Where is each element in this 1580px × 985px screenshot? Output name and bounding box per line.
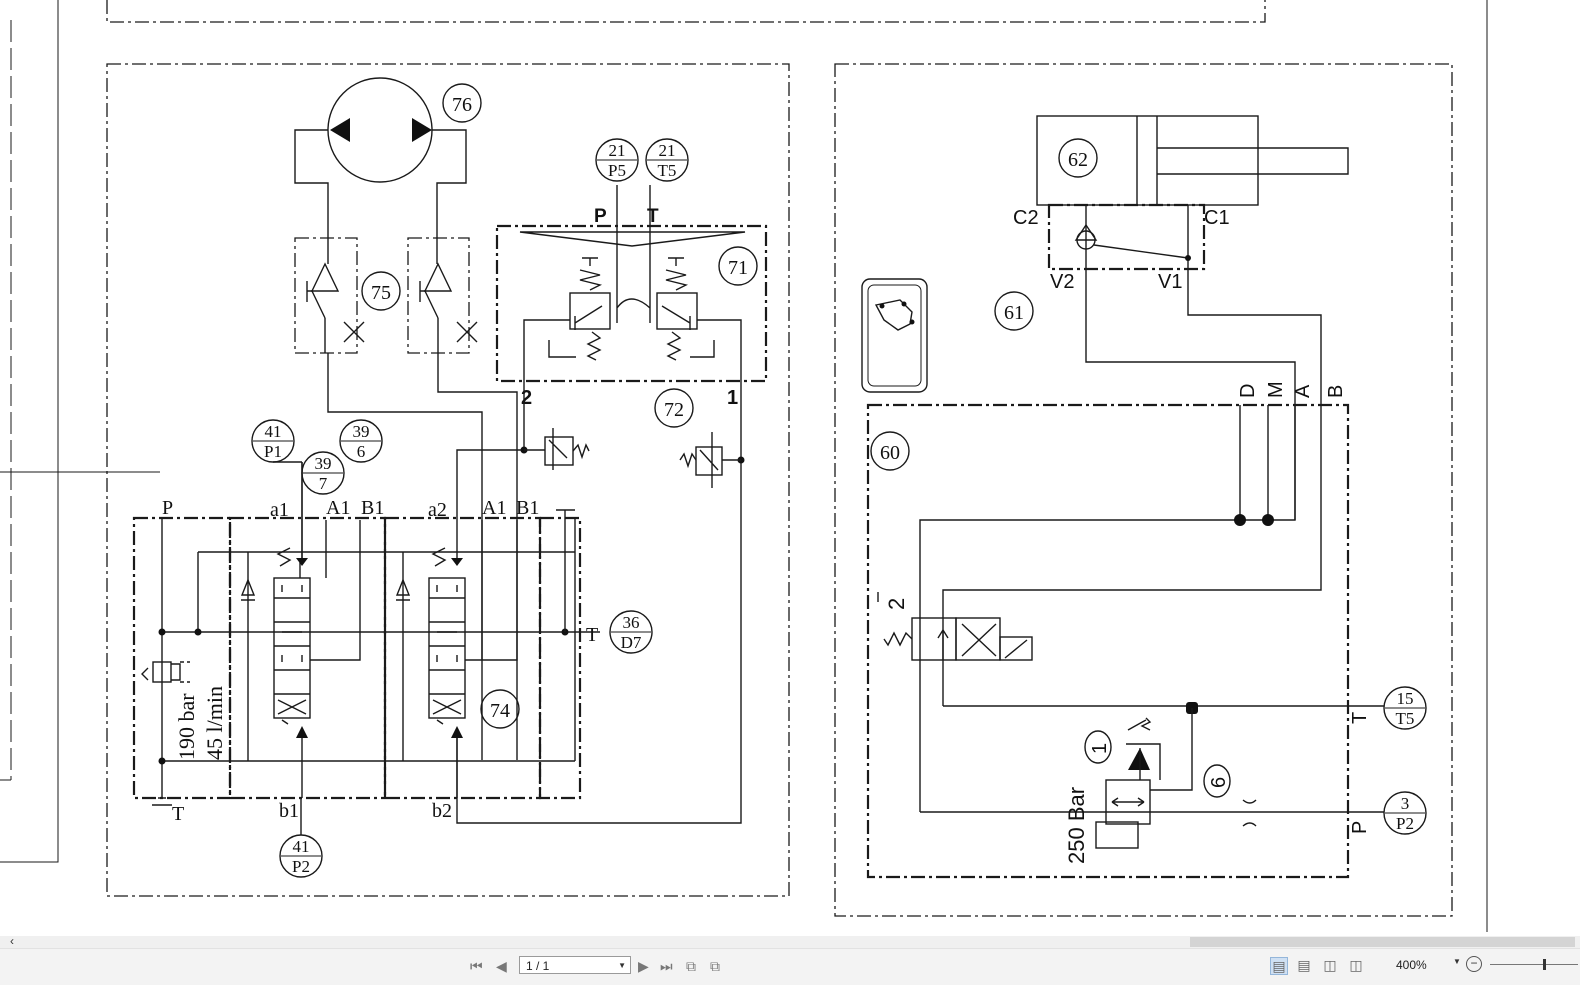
svg-text:7: 7 (319, 474, 328, 493)
viewer-toolbar: ⏮ ◀ 1 / 1 ▼ ▶ ⏭ ⧉ ⧉ ▤ ▤ ◫ ◫ 400% ▼ − (0, 948, 1580, 985)
svg-text:41: 41 (265, 422, 282, 441)
two-page-continuous-view-icon[interactable]: ◫ (1349, 957, 1363, 973)
label-72: 72 (664, 399, 684, 421)
port-1: 1 (727, 387, 738, 409)
label-71: 71 (728, 257, 748, 279)
control-block (132, 462, 600, 806)
svg-text:P5: P5 (608, 161, 626, 180)
page-number-field[interactable]: 1 / 1 ▼ (519, 956, 631, 974)
port-M: M (1265, 381, 1287, 398)
last-page-icon[interactable]: ⏭ (660, 958, 673, 974)
port-B: B (1325, 385, 1347, 398)
ref-41-P1: 41 P1 (251, 419, 295, 463)
first-page-icon[interactable]: ⏮ (470, 958, 483, 974)
label-62: 62 (1068, 149, 1088, 171)
svg-text:3: 3 (1401, 794, 1410, 813)
zoom-slider[interactable] (1490, 964, 1578, 965)
port-b2: b2 (432, 800, 452, 822)
port-P: P (162, 497, 173, 519)
svg-text:41: 41 (293, 837, 310, 856)
scroll-left-icon[interactable]: ‹ (10, 934, 14, 948)
item-2: 2 (884, 598, 909, 610)
previous-page-icon[interactable]: ◀ (496, 958, 507, 974)
item-6: 6 (1208, 777, 1230, 788)
chevron-down-icon[interactable]: ▼ (618, 961, 626, 970)
ref-39-6: 39 6 (339, 419, 383, 463)
port-C1: C1 (1204, 207, 1230, 229)
ref-39-7: 39 7 (301, 451, 345, 495)
single-page-view-icon[interactable]: ▤ (1270, 957, 1288, 975)
ref-21-T5: 21 T5 (645, 138, 689, 182)
port-T-right: T (586, 624, 598, 646)
relief-pressure: 190 bar (174, 693, 199, 760)
shutoff-valves (294, 237, 478, 354)
valve-block-60 (866, 403, 1384, 879)
item-1: 1 (1089, 743, 1111, 754)
svg-text:T5: T5 (1396, 709, 1415, 728)
svg-text:39: 39 (353, 422, 370, 441)
continuous-view-icon[interactable]: ▤ (1297, 957, 1311, 973)
zoom-out-icon[interactable]: − (1466, 956, 1482, 972)
svg-text:21: 21 (609, 141, 626, 160)
svg-text:D7: D7 (621, 633, 642, 652)
label-75: 75 (371, 282, 391, 304)
ref-15-T5: 15 T5 (1383, 686, 1427, 730)
svg-text:36: 36 (623, 613, 640, 632)
brake-valve (495, 185, 768, 383)
scrollbar-thumb[interactable] (1190, 937, 1575, 947)
hydraulic-cylinder (919, 115, 1349, 812)
page-indicator: 1 / 1 (526, 959, 550, 973)
svg-text:39: 39 (315, 454, 332, 473)
port-B1-b: B1 (516, 497, 539, 519)
port-a2: a2 (428, 499, 447, 521)
svg-text:P1: P1 (264, 442, 282, 461)
port-A: A (1292, 384, 1314, 398)
port-A1-b: A1 (482, 497, 506, 519)
ref-3-P2: 3 P2 (1383, 791, 1427, 835)
joystick-icon (861, 278, 928, 393)
port-T-60: T (1349, 712, 1371, 724)
hydraulic-motor (294, 77, 467, 238)
port-b1: b1 (279, 800, 299, 822)
ref-21-P5: 21 P5 (595, 138, 639, 182)
port-P-60: P (1349, 821, 1371, 834)
document-viewport[interactable]: 76 75 P T 71 2 1 72 21 P5 (0, 0, 1580, 936)
svg-text:21: 21 (659, 141, 676, 160)
copy-page-icon[interactable]: ⧉ (686, 958, 696, 974)
port-T-71: T (647, 206, 659, 227)
two-page-view-icon[interactable]: ◫ (1323, 957, 1337, 973)
svg-text:P2: P2 (1396, 814, 1414, 833)
pressure-switches (456, 381, 745, 824)
label-61: 61 (1004, 302, 1024, 324)
label-76: 76 (452, 94, 472, 116)
ref-36-D7: 36 D7 (609, 610, 653, 654)
port-B1-a: B1 (361, 497, 384, 519)
port-D: D (1237, 384, 1259, 398)
horizontal-scrollbar[interactable]: ‹ (0, 934, 1580, 948)
port-V2: V2 (1050, 271, 1074, 293)
zoom-dropdown-icon[interactable]: ▼ (1453, 957, 1461, 966)
svg-text:P2: P2 (292, 857, 310, 876)
zoom-level[interactable]: 400% (1396, 958, 1427, 972)
pressure-250: 250 Bar (1064, 787, 1089, 864)
label-60: 60 (880, 442, 900, 464)
port-P-71: P (594, 206, 607, 227)
paste-page-icon[interactable]: ⧉ (710, 958, 720, 974)
zoom-slider-thumb[interactable] (1543, 959, 1546, 970)
port-a1: a1 (270, 499, 289, 521)
svg-text:15: 15 (1397, 689, 1414, 708)
port-2: 2 (521, 387, 532, 409)
next-page-icon[interactable]: ▶ (638, 958, 649, 974)
port-V1: V1 (1158, 271, 1182, 293)
svg-text:T5: T5 (658, 161, 677, 180)
ref-41-P2: 41 P2 (279, 834, 323, 878)
port-C2: C2 (1013, 207, 1039, 229)
flow-rate: 45 l/min (202, 686, 227, 760)
label-74: 74 (490, 700, 510, 722)
port-T-bottom: T (172, 803, 184, 825)
svg-text:6: 6 (357, 442, 366, 461)
hydraulic-schematic: 76 75 P T 71 2 1 72 21 P5 (0, 0, 1488, 932)
port-A1-a: A1 (326, 497, 350, 519)
